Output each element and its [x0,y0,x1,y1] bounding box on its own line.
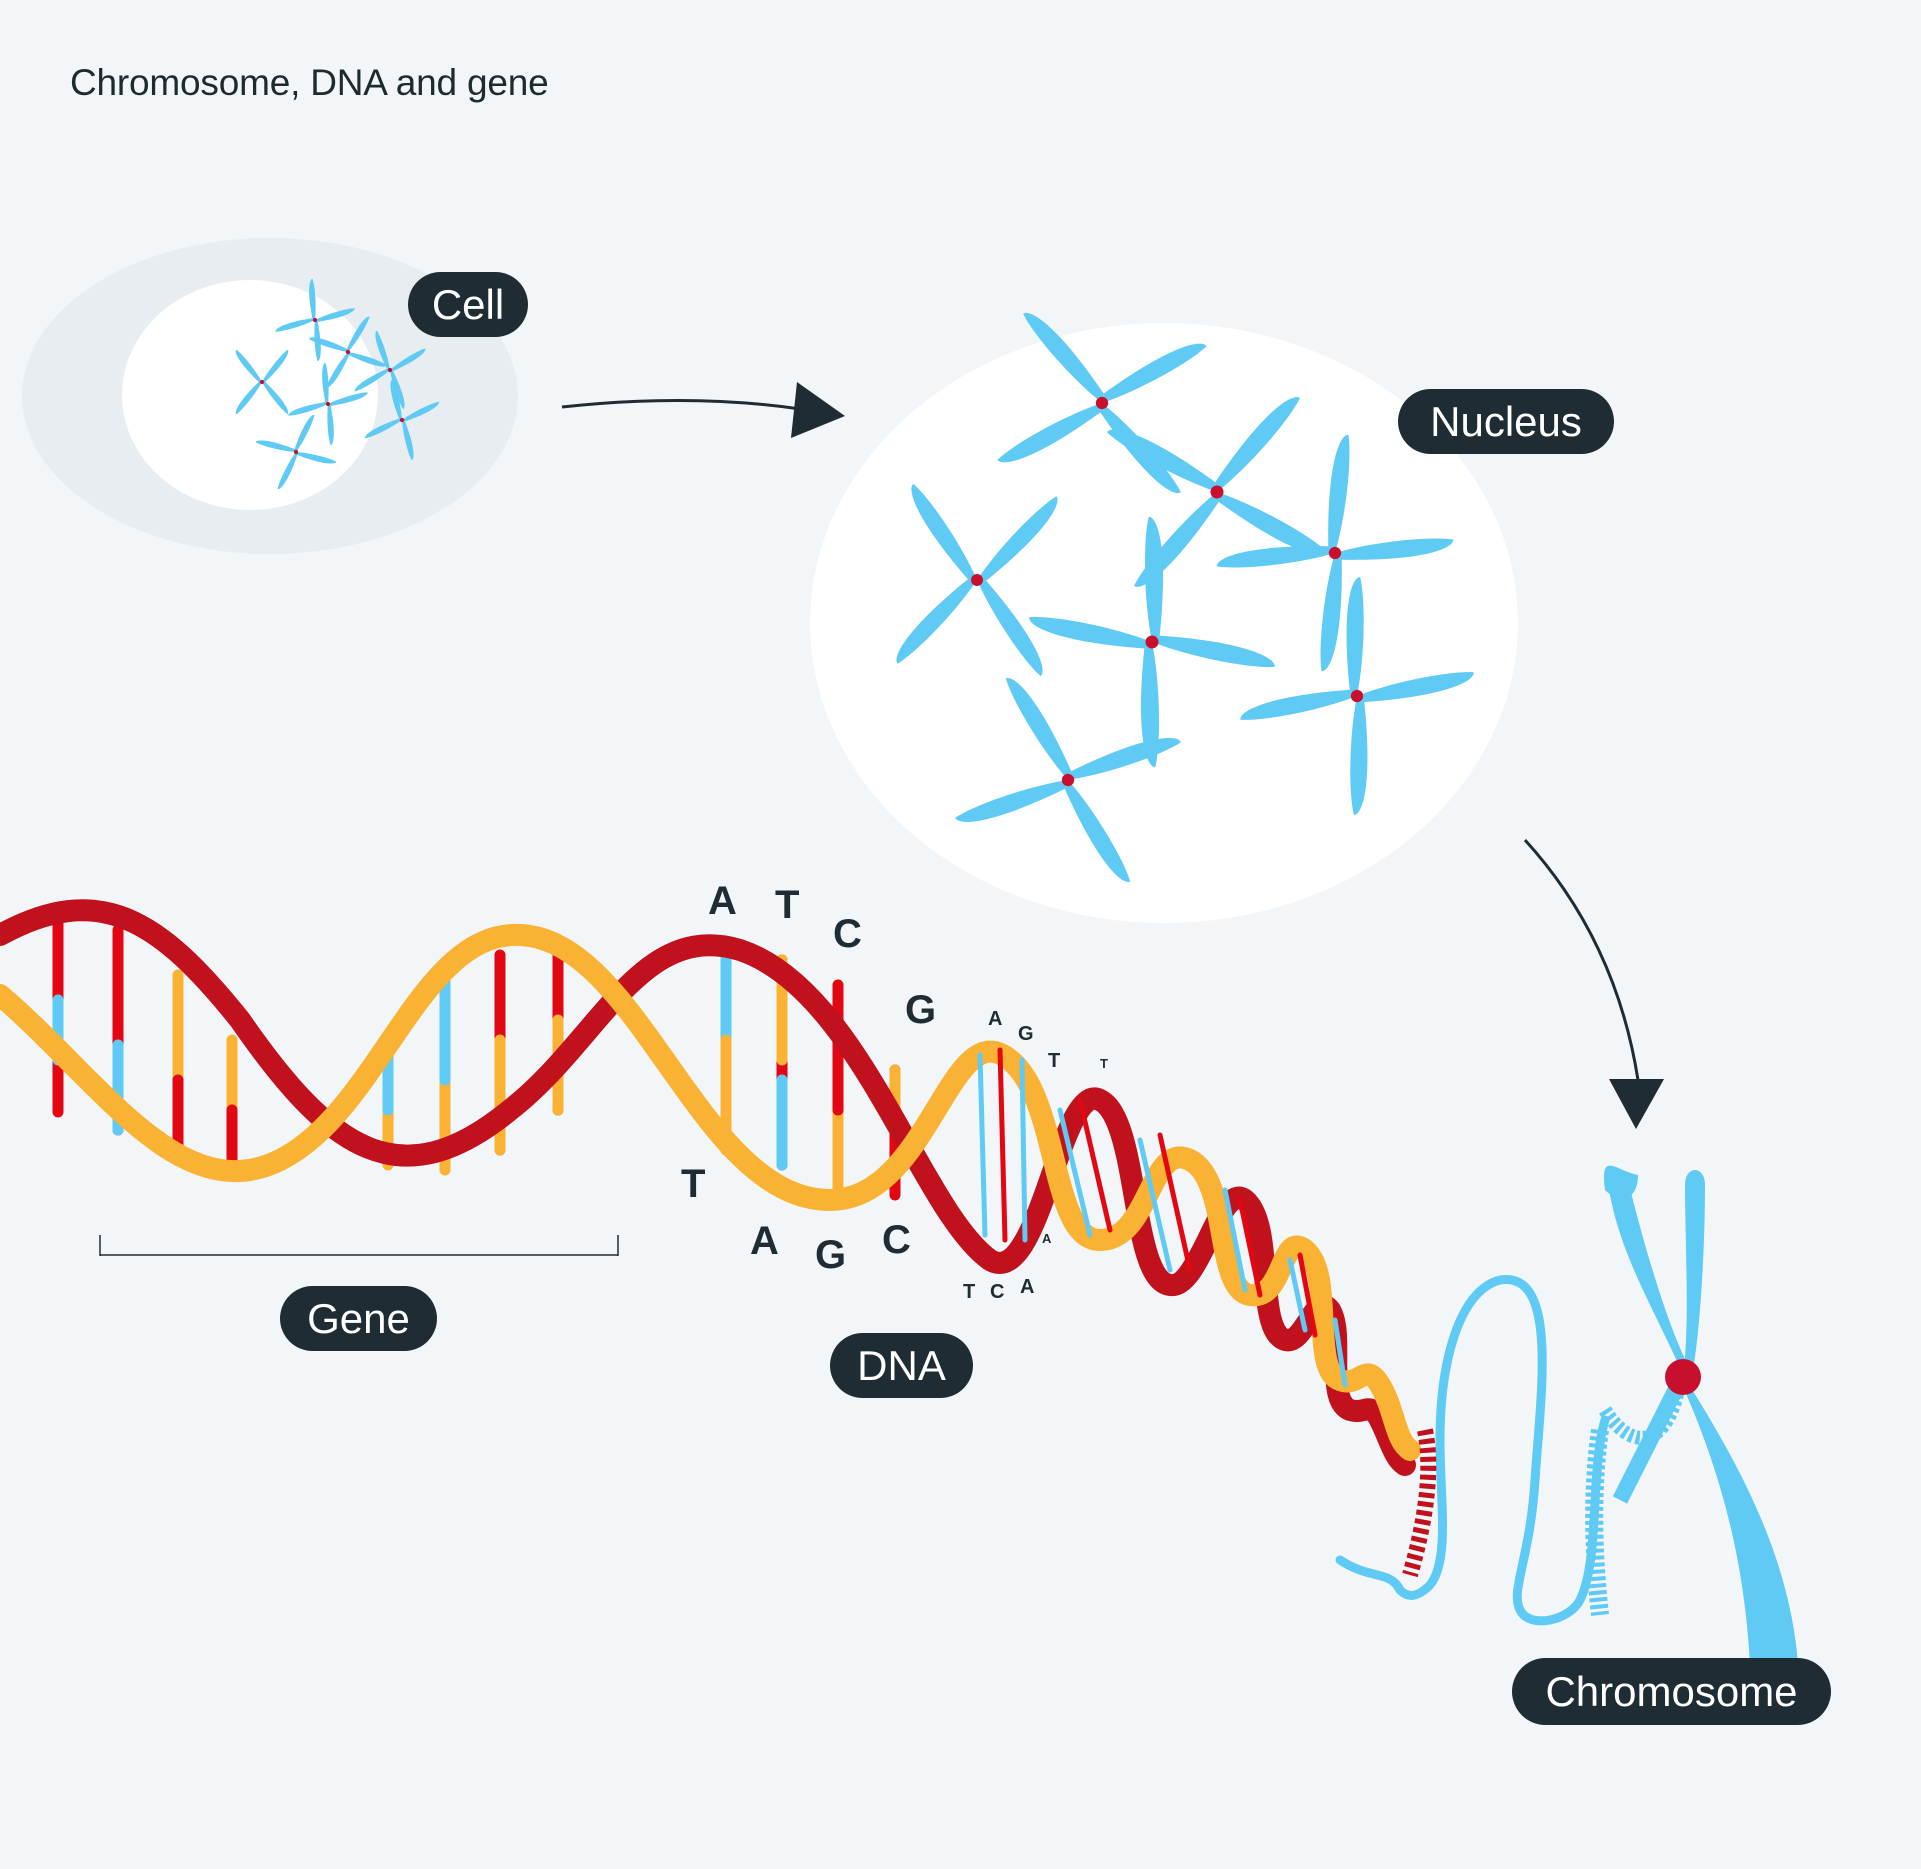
base-letter: C [833,912,862,956]
base-letter: A [1020,1276,1034,1298]
cell-illustration [22,238,518,554]
label-chromosome: Chromosome [1512,1658,1831,1725]
base-letter: A [708,879,737,923]
label-dna: DNA [830,1333,973,1398]
base-letter: T [681,1162,705,1206]
label-cell: Cell [408,272,528,337]
nucleus-illustration [810,312,1518,923]
base-letter: G [905,988,936,1032]
base-letter: G [1018,1023,1034,1045]
base-letter: C [882,1218,911,1262]
coiled-fiber-blue [1585,1428,1609,1616]
base-letter: C [990,1281,1004,1303]
arrow-cell-to-nucleus [561,398,801,411]
base-letter: A [1042,1231,1052,1246]
chromatin-fiber [1335,1275,1610,1626]
base-letter: T [963,1281,975,1303]
arrow-nucleus-to-chromosome [1523,838,1640,1081]
dna-helix [0,899,1685,1626]
base-pairs-small [977,1047,1348,1388]
centromere [1665,1359,1701,1395]
dna-strand-orange [0,923,1421,1461]
label-gene: Gene [280,1286,437,1351]
base-letters: A T C G T A G C A G T T T C A A [681,879,1108,1303]
base-letter: A [750,1219,779,1263]
page-title: Chromosome, DNA and gene [70,62,549,103]
arrow-head-right [791,382,845,438]
base-letter: A [988,1008,1002,1030]
arrow-head-down [1609,1079,1664,1129]
gene-bracket [99,1235,619,1256]
chromosome-illustration [1604,1165,1798,1677]
base-letter: T [1100,1056,1108,1071]
base-letter: T [1048,1050,1060,1072]
base-letter: G [815,1233,846,1277]
label-nucleus: Nucleus [1398,389,1614,454]
base-letter: T [775,883,799,927]
